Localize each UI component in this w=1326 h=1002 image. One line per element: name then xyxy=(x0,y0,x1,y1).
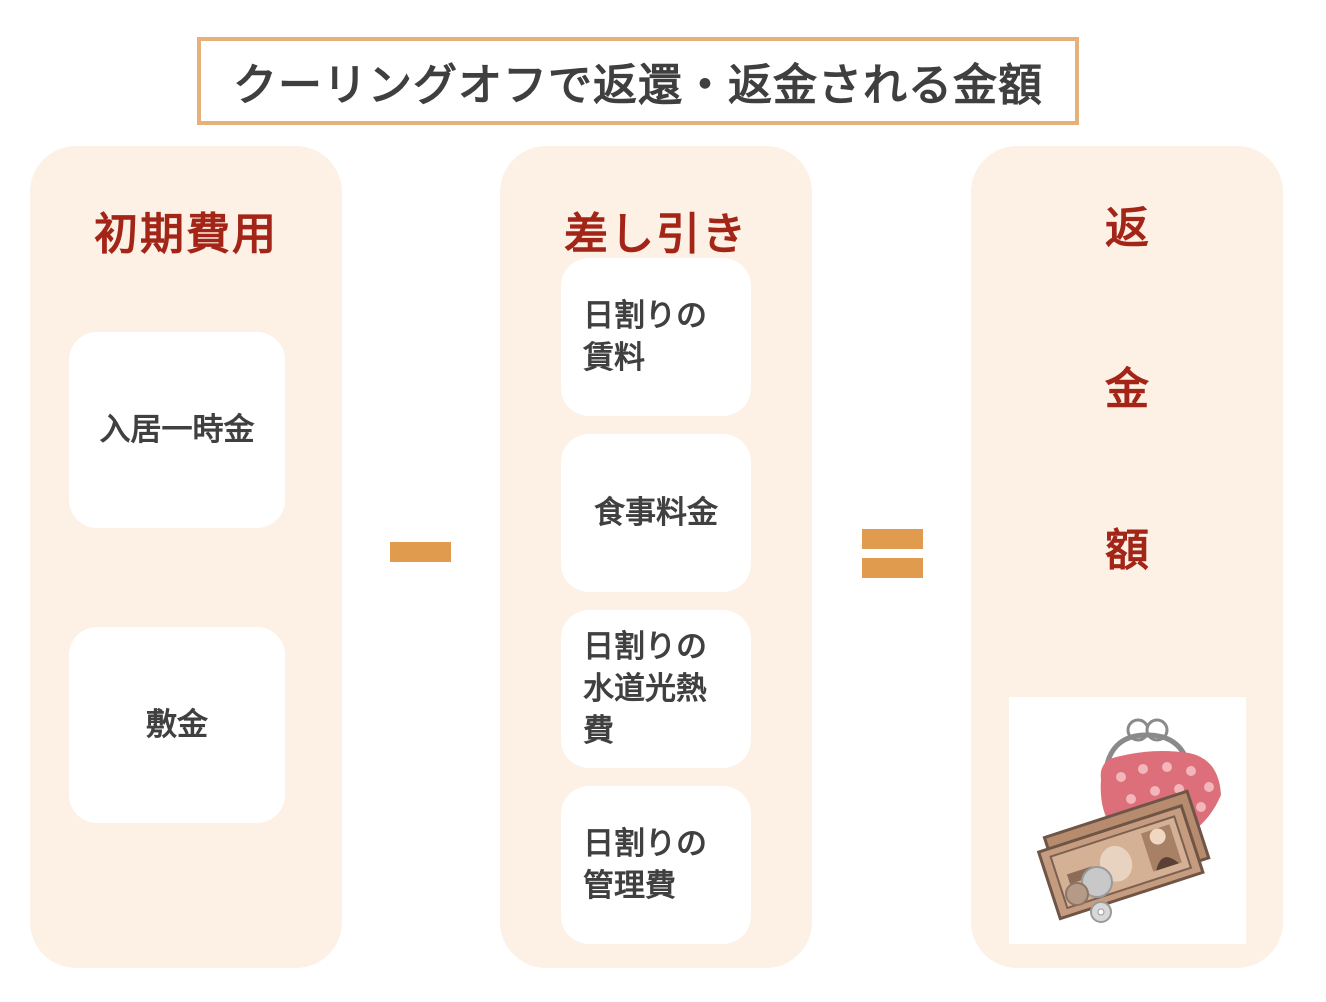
item-label: 日割りの管理費 xyxy=(583,826,707,904)
item-label: 食事料金 xyxy=(594,495,718,531)
title-box: クーリングオフで返還・返金される金額 xyxy=(197,37,1079,125)
deduction-heading: 差し引き xyxy=(564,209,748,260)
refund-heading-char-2: 金 xyxy=(1105,364,1149,415)
item-card-entrance-fee: 入居一時金 xyxy=(69,332,285,528)
initial-cost-column: 初期費用 入居一時金 敷金 xyxy=(30,146,342,968)
item-card-daily-rent: 日割りの賃料 xyxy=(561,258,751,416)
refund-heading-char-1: 返 xyxy=(1105,203,1149,254)
equals-icon-top-bar xyxy=(862,529,923,549)
deduction-column: 差し引き 日割りの賃料 食事料金 日割りの水道光熱費 日割りの管理費 xyxy=(500,146,812,968)
item-label: 入居一時金 xyxy=(99,412,255,448)
item-card-deposit: 敷金 xyxy=(69,627,285,823)
purse-and-money-icon xyxy=(1009,697,1246,944)
item-card-daily-management-fee: 日割りの管理費 xyxy=(561,786,751,944)
item-label: 敷金 xyxy=(146,707,208,743)
item-card-meal-fee: 食事料金 xyxy=(561,434,751,592)
item-label: 日割りの水道光熱費 xyxy=(583,629,707,749)
minus-icon xyxy=(390,542,451,562)
item-label: 日割りの賃料 xyxy=(583,298,707,376)
initial-cost-heading: 初期費用 xyxy=(94,209,278,260)
page-title: クーリングオフで返還・返金される金額 xyxy=(233,60,1043,111)
item-card-daily-utilities: 日割りの水道光熱費 xyxy=(561,610,751,768)
refund-heading-char-3: 額 xyxy=(1105,525,1149,576)
equals-icon-bottom-bar xyxy=(862,558,923,578)
refund-column: 返 金 額 xyxy=(971,146,1283,968)
